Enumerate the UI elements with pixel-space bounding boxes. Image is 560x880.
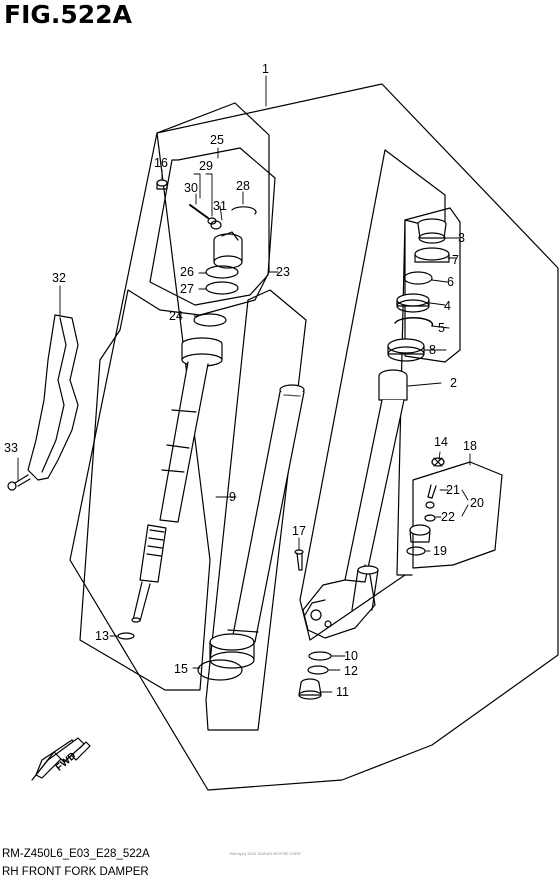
callout-23: 23 (276, 265, 290, 279)
inner-tube-group-outline (205, 289, 307, 731)
callout-7: 7 (452, 253, 459, 267)
callout-15: 15 (174, 662, 188, 676)
o-ring-24 (193, 313, 227, 327)
leader-lines (17, 75, 471, 693)
callout-22: 22 (441, 510, 455, 524)
footer-name: RH FRONT FORK DAMPER (2, 866, 149, 878)
callout-2: 2 (450, 376, 457, 390)
callout-9: 9 (229, 490, 236, 504)
callout-26: 26 (180, 265, 194, 279)
o-ring-15 (197, 659, 243, 681)
callout-33: 33 (4, 441, 18, 455)
callout-19: 19 (433, 544, 447, 558)
callout-28: 28 (236, 179, 250, 193)
callout-12: 12 (344, 664, 358, 678)
callout-1: 1 (262, 62, 269, 76)
o-ring-13 (117, 632, 135, 640)
plug-16 (156, 179, 168, 190)
fork-guard (27, 314, 79, 481)
adjuster-group-outline (412, 461, 503, 569)
fwd-arrow: FWD (31, 737, 91, 781)
callout-18: 18 (463, 439, 477, 453)
callout-14: 14 (434, 435, 448, 449)
callout-31: 31 (213, 199, 227, 213)
seal-stack (387, 218, 450, 362)
cartridge-group-outline (79, 102, 270, 691)
bottom-plug-11 (298, 678, 322, 700)
fork-guard-edge (41, 317, 67, 473)
footer-code: RM-Z450L6_E03_E28_522A (2, 848, 150, 860)
callout-10: 10 (344, 649, 358, 663)
cap-assembly (189, 204, 257, 295)
callout-16: 16 (154, 156, 168, 170)
callout-20: 20 (470, 496, 484, 510)
callout-32: 32 (52, 271, 66, 285)
ring-10 (308, 651, 332, 661)
assembly-1-outline (69, 83, 559, 791)
figure-title: FIG.522A (4, 0, 132, 29)
cap-group-outline (149, 147, 276, 306)
callout-6: 6 (447, 275, 454, 289)
outer-tube (302, 369, 408, 639)
inner-tube (209, 384, 305, 669)
callout-13: 13 (95, 629, 109, 643)
callout-24: 24 (169, 309, 183, 323)
damper-cartridge (131, 337, 223, 623)
callout-29: 29 (199, 159, 213, 173)
bolt-17 (294, 549, 304, 571)
callout-4: 4 (444, 299, 451, 313)
callout-5: 5 (438, 321, 445, 335)
callout-27: 27 (180, 282, 194, 296)
callout-30: 30 (184, 181, 198, 195)
ring-12 (307, 665, 329, 675)
callout-25: 25 (210, 133, 224, 147)
bolt-33 (7, 474, 31, 491)
fine-print: Ref.by(c) 2015 SUZUKI MOTOR CORP. (230, 851, 302, 856)
callout-11: 11 (336, 685, 349, 699)
callout-8: 8 (429, 343, 436, 357)
adjuster-parts (406, 457, 445, 556)
callout-3: 3 (458, 231, 465, 245)
callout-21: 21 (446, 483, 460, 497)
callout-17: 17 (292, 524, 306, 538)
seal-group-outline (404, 207, 461, 363)
